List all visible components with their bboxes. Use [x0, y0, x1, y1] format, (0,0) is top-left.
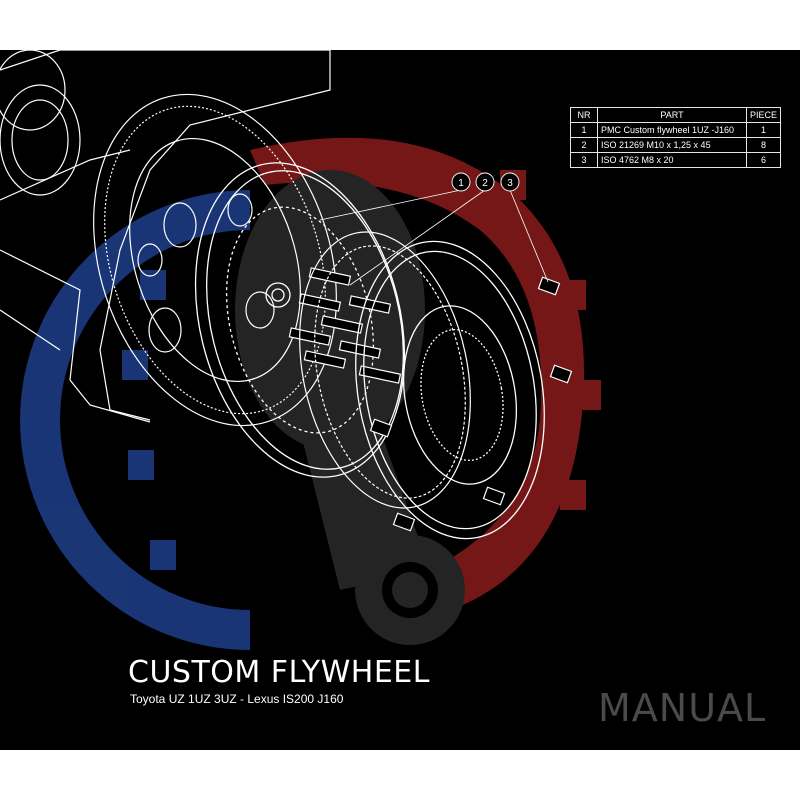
row-nr: 3: [570, 152, 598, 168]
row-piece: 6: [745, 152, 782, 168]
row-nr: 2: [570, 137, 598, 153]
logo-skull-shape: [235, 170, 425, 450]
flywheel-bolts: [288, 267, 402, 384]
brand-logo-watermark: [20, 137, 601, 650]
header-nr: NR: [570, 107, 598, 123]
manual-label: MANUAL: [598, 686, 767, 730]
callout-2: 2: [475, 172, 495, 192]
row-piece: 8: [745, 137, 782, 153]
flexplate-line-art: [93, 93, 337, 427]
document-title: CUSTOM FLYWHEEL: [128, 655, 430, 690]
svg-text:1: 1: [458, 178, 464, 189]
row-part: ISO 4762 M8 x 20: [597, 152, 747, 168]
header-piece: PIECE: [745, 107, 782, 123]
pressure-plate-screws: [369, 276, 573, 532]
svg-text:2: 2: [482, 178, 488, 189]
table-row: 2 ISO 21269 M10 x 1,25 x 45 8: [570, 137, 782, 153]
parts-table-header-row: NR PART PIECE: [570, 107, 782, 123]
table-row: 3 ISO 4762 M8 x 20 6: [570, 152, 782, 168]
row-piece: 1: [745, 122, 782, 138]
header-part: PART: [597, 107, 747, 123]
manual-cover: 1 2 3 NR PART PIECE 1 PMC Custom flywhee…: [0, 50, 800, 750]
table-row: 1 PMC Custom flywheel 1UZ -J160 1: [570, 122, 782, 138]
callout-leaders: [319, 189, 549, 286]
document-subtitle: Toyota UZ 1UZ 3UZ - Lexus IS200 J160: [130, 692, 344, 706]
exploded-view-drawing: 1 2 3: [0, 50, 601, 650]
parts-table: NR PART PIECE 1 PMC Custom flywheel 1UZ …: [570, 107, 782, 168]
row-part: ISO 21269 M10 x 1,25 x 45: [597, 137, 747, 153]
logo-gear-blue-half: [20, 190, 250, 650]
clutch-disc-line-art: [299, 231, 471, 509]
callout-1: 1: [451, 172, 471, 192]
row-part: PMC Custom flywheel 1UZ -J160: [597, 122, 747, 138]
pressure-plate-line-art: [355, 240, 545, 540]
svg-text:3: 3: [507, 178, 513, 189]
engine-block-line-art: [0, 50, 331, 423]
row-nr: 1: [570, 122, 598, 138]
callout-3: 3: [500, 172, 520, 192]
